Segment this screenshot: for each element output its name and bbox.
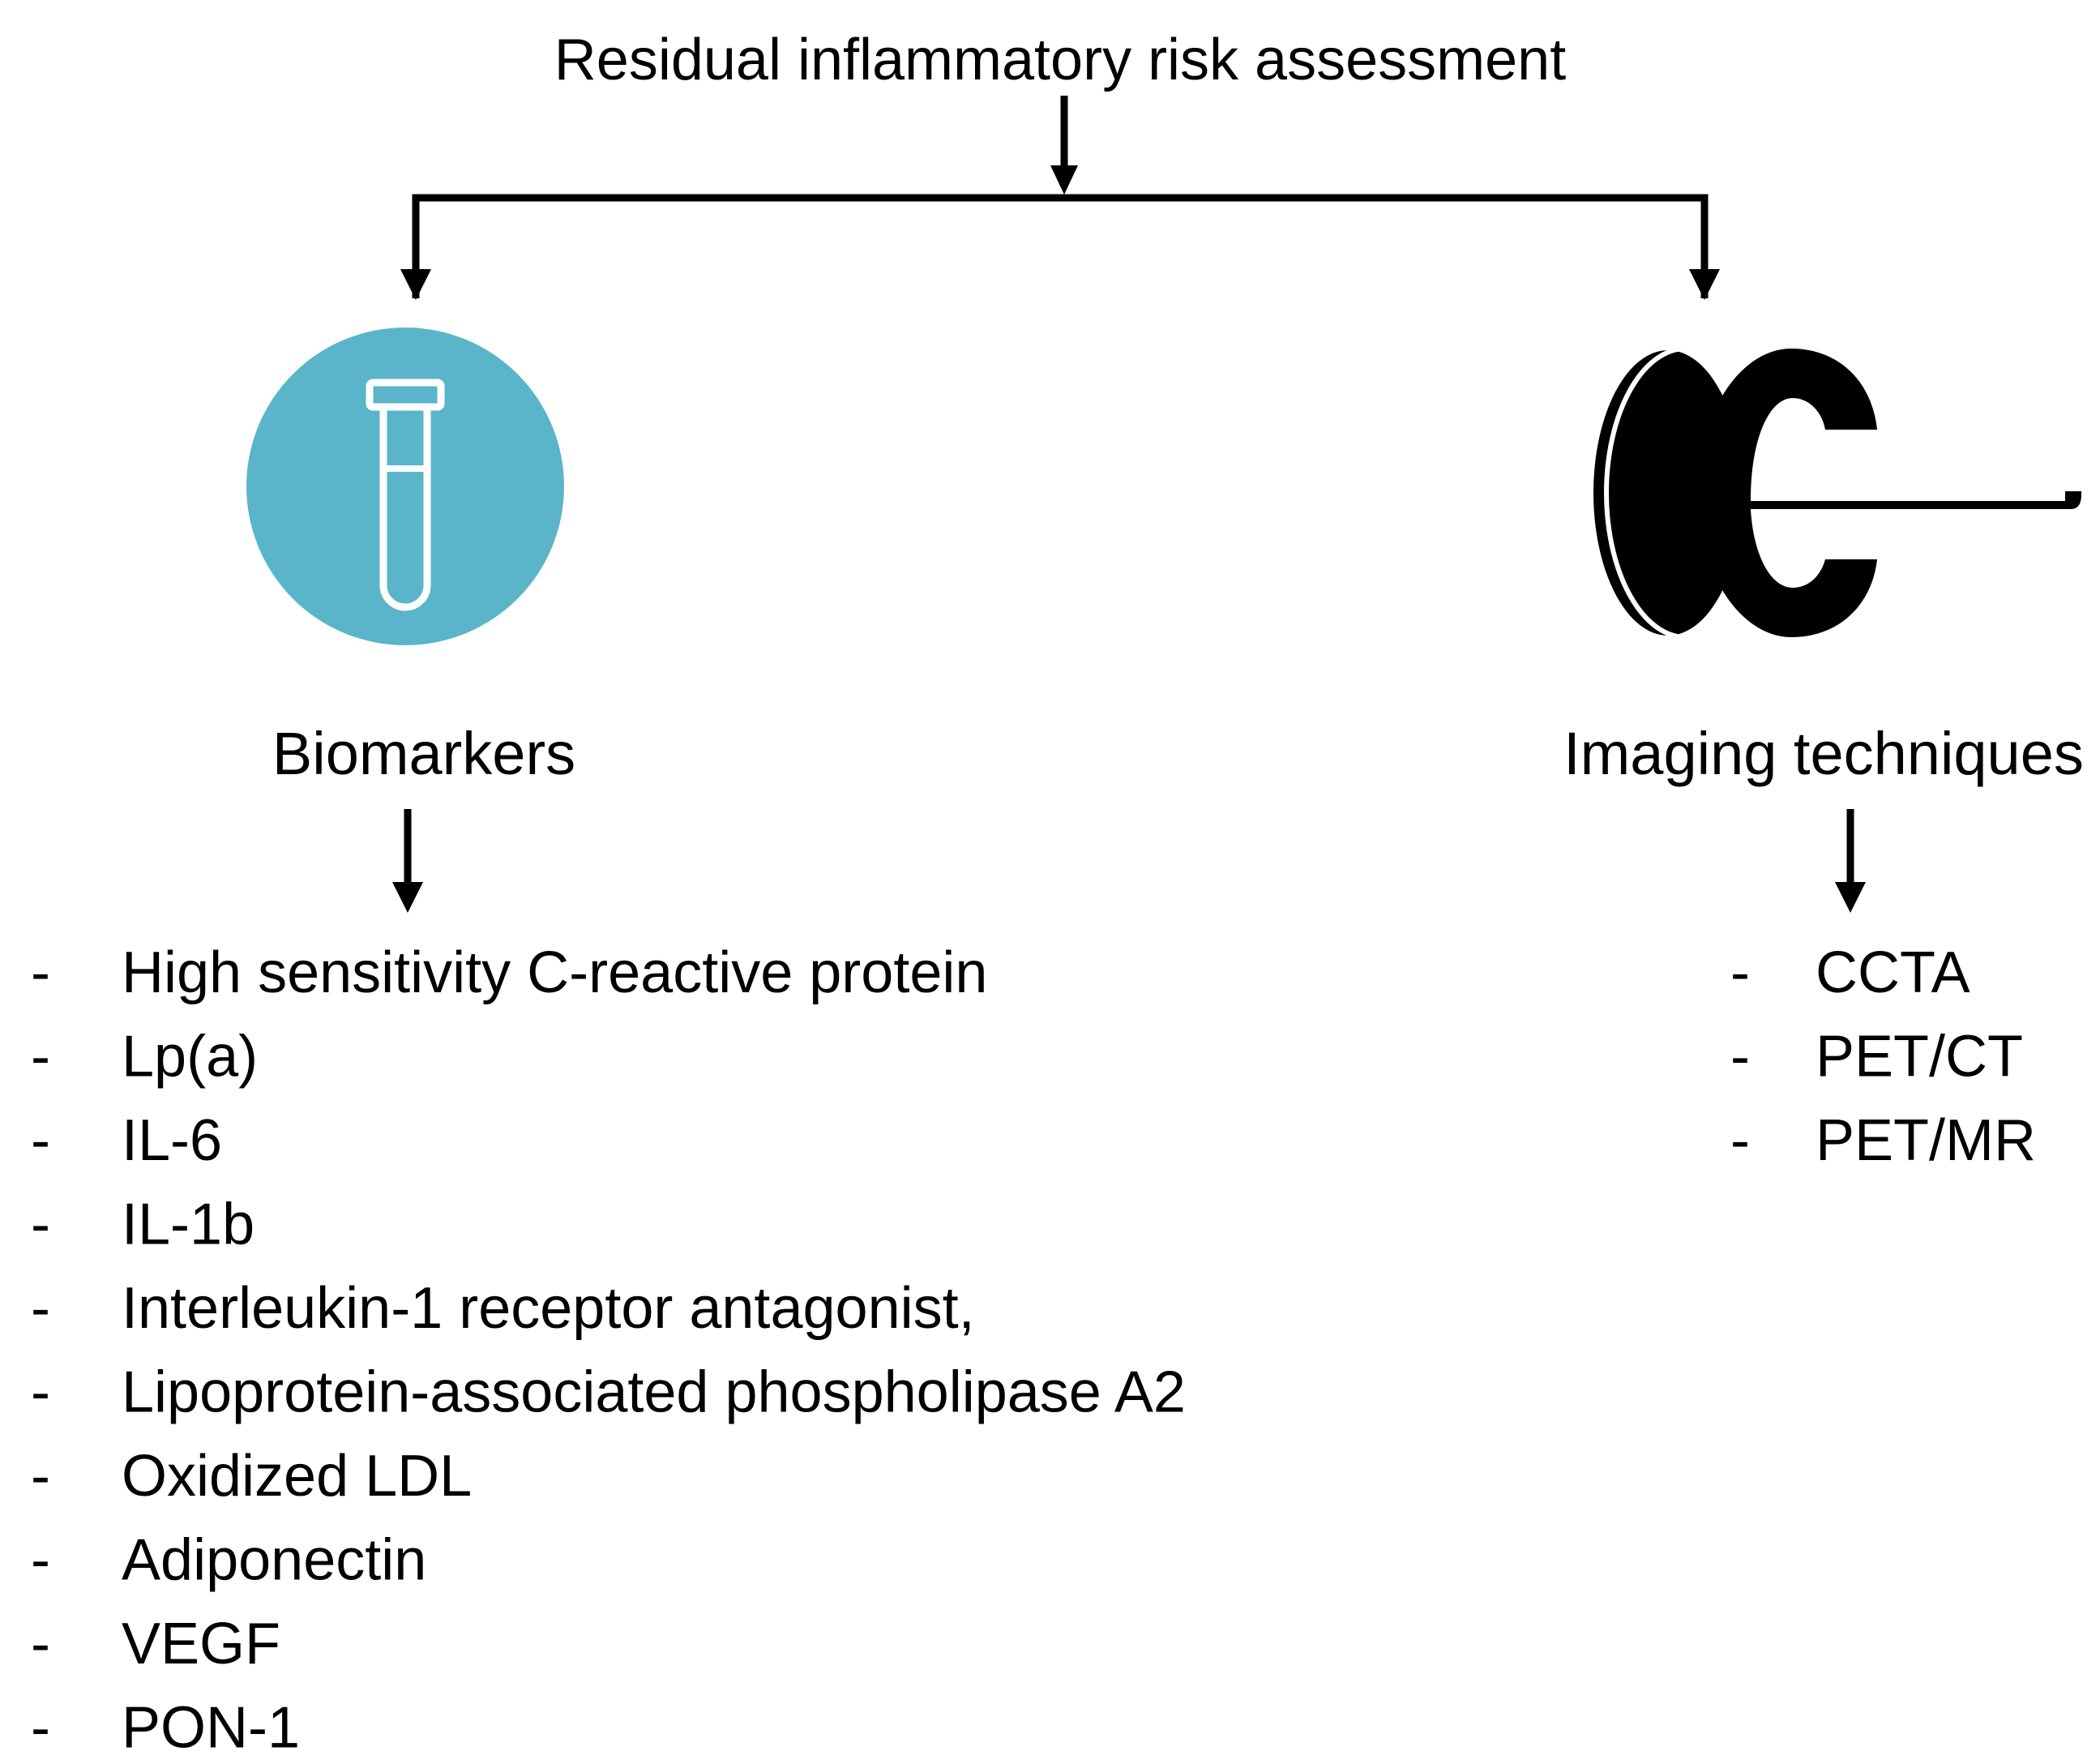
biomarkers-label: Biomarkers: [272, 720, 575, 787]
imaging-list: - CCTA - PET/CT - PET/MR: [1730, 940, 2036, 1173]
list-bullet: -: [1730, 1108, 1750, 1173]
right-branch-arrowhead: [1689, 269, 1720, 300]
imaging-label: Imaging techniques: [1563, 720, 2084, 787]
list-bullet: -: [31, 1612, 50, 1676]
list-item: PON-1: [122, 1696, 300, 1761]
left-branch-arrowhead: [400, 269, 431, 300]
list-bullet: -: [31, 1360, 50, 1425]
ct-scanner-icon: [1593, 346, 2081, 640]
list-item: PET/CT: [1816, 1025, 2023, 1090]
list-item: Interleukin-1 receptor antagonist,: [122, 1276, 975, 1341]
list-item: CCTA: [1816, 940, 1970, 1005]
diagram-title: Residual inflammatory risk assessment: [554, 28, 1566, 92]
test-tube-icon: [246, 328, 564, 645]
imaging-arrow: [1835, 809, 1866, 913]
list-bullet: -: [31, 1108, 50, 1173]
list-item: Lipoprotein-associated phospholipase A2: [122, 1360, 1186, 1425]
top-connector: [400, 96, 1720, 300]
list-bullet: -: [31, 1444, 50, 1509]
list-item: High sensitivity C-reactive protein: [122, 940, 987, 1005]
list-bullet: -: [31, 1696, 50, 1761]
list-item: Adiponectin: [122, 1528, 426, 1593]
list-bullet: -: [1730, 940, 1750, 1005]
list-bullet: -: [31, 940, 50, 1005]
biomarkers-arrow: [392, 809, 423, 913]
list-bullet: -: [31, 1276, 50, 1341]
list-bullet: -: [31, 1192, 50, 1257]
list-item: VEGF: [122, 1612, 280, 1676]
title-arrowhead: [1050, 165, 1078, 195]
biomarkers-list: - High sensitivity C-reactive protein - Lp(…: [31, 940, 1186, 1761]
list-item: IL-6: [122, 1108, 222, 1173]
list-item: PET/MR: [1816, 1108, 2036, 1173]
list-item: Lp(a): [122, 1025, 258, 1090]
list-bullet: -: [31, 1025, 50, 1090]
list-item: IL-1b: [122, 1192, 254, 1257]
list-item: Oxidized LDL: [122, 1444, 472, 1509]
list-bullet: -: [1730, 1025, 1750, 1090]
list-bullet: -: [31, 1528, 50, 1593]
